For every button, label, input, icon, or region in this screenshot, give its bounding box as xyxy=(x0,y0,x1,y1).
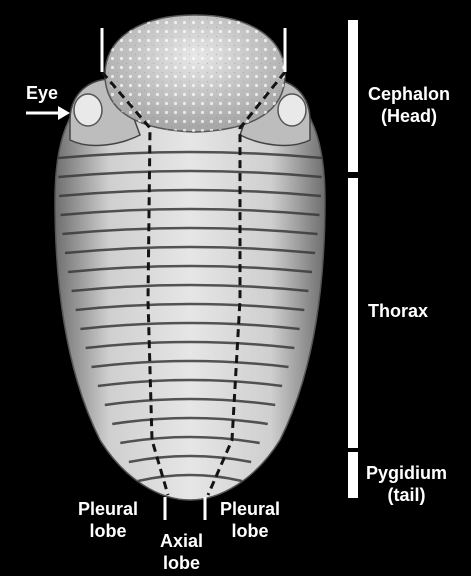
eye-label: Eye xyxy=(26,82,58,104)
thorax-bar xyxy=(348,178,358,448)
thorax-label: Thorax xyxy=(368,300,428,322)
pygidium-bar xyxy=(348,452,358,498)
eye-arrow xyxy=(26,106,70,120)
eye-bump-right xyxy=(278,94,306,126)
eye-bump xyxy=(74,94,102,126)
pleural-lobe-left-label: Pleural lobe xyxy=(78,498,138,542)
pygidium-label: Pygidium (tail) xyxy=(366,462,447,506)
cephalon-bar xyxy=(348,20,358,172)
pleural-lobe-right-label: Pleural lobe xyxy=(220,498,280,542)
cephalon-label: Cephalon (Head) xyxy=(368,83,450,127)
axial-lobe-label: Axial lobe xyxy=(160,530,203,574)
